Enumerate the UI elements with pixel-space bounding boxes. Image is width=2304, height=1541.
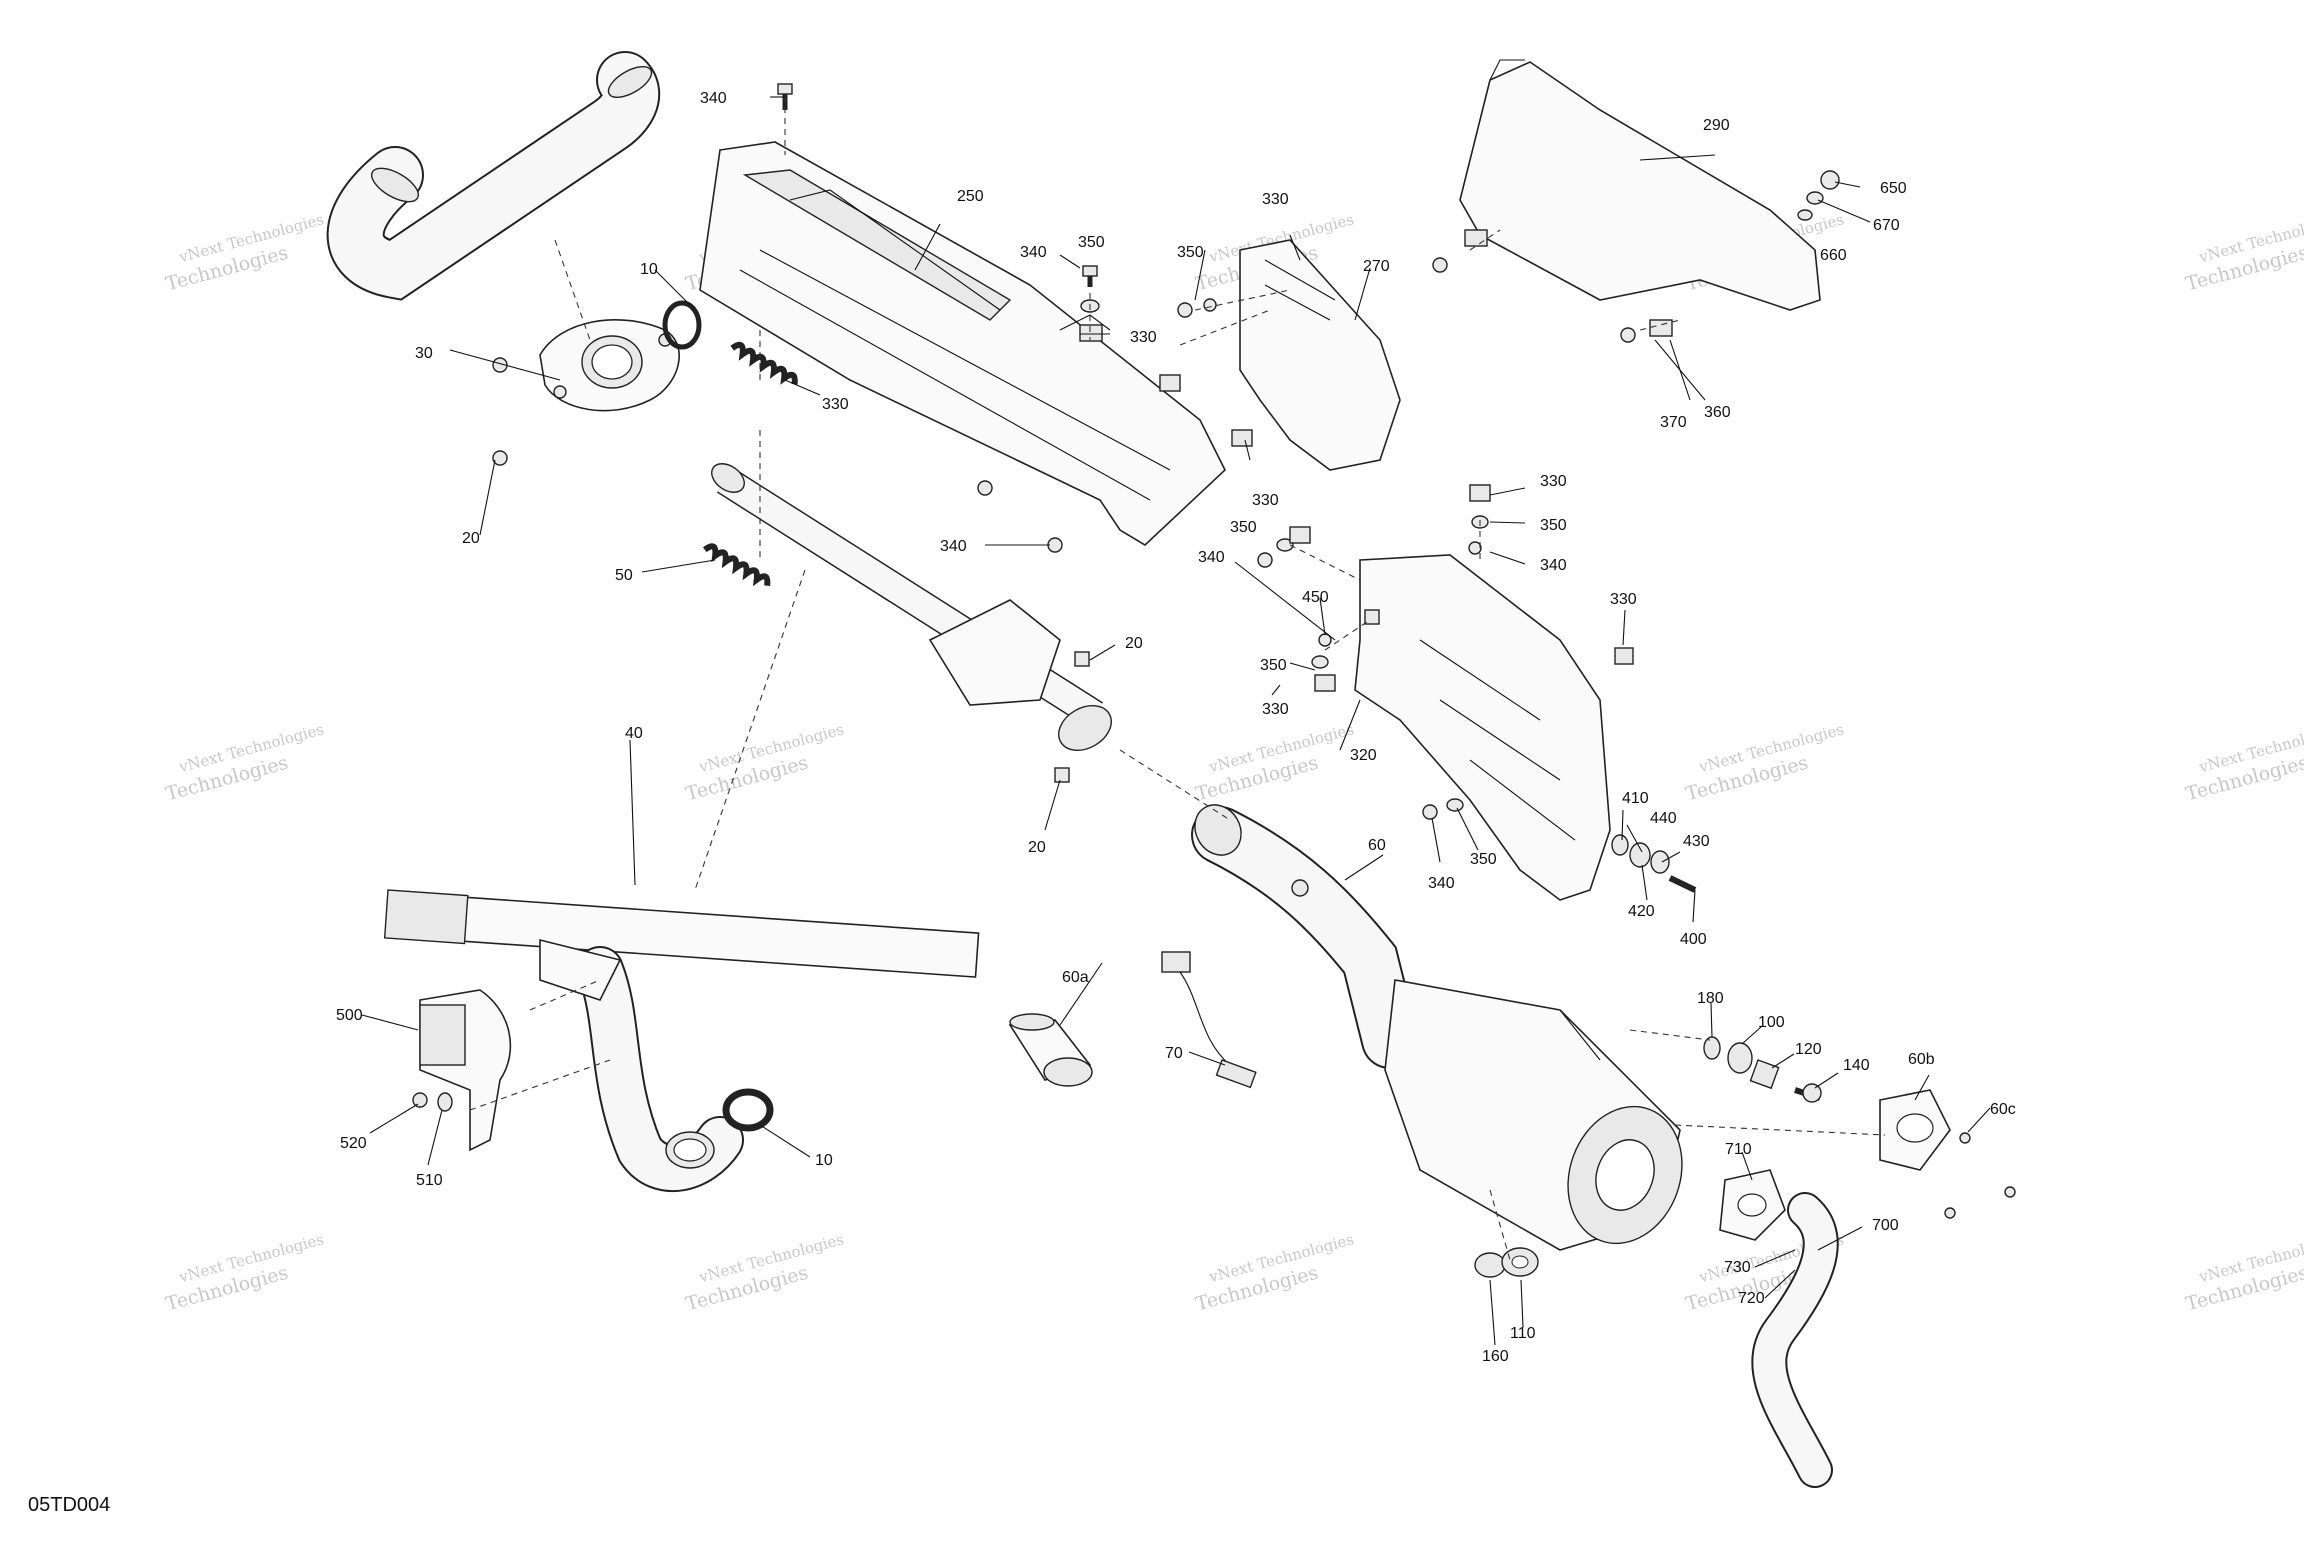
callout-360: 360 [1704,404,1731,421]
gasket-10-top [662,300,702,350]
muffler [1384,979,1683,1251]
callout-450: 450 [1302,589,1329,606]
lower-pipe-40 [383,889,980,1192]
callout-60: 60 [1368,837,1386,854]
heat-shield-320 [1354,554,1611,901]
callout-350: 350 [1540,517,1567,534]
sensor-70 [1161,951,1257,1089]
callout-510: 510 [416,1172,443,1189]
callout-500: 500 [336,1007,363,1024]
callout-350: 350 [1260,657,1287,674]
callout-720: 720 [1738,1290,1765,1307]
callout-330: 330 [822,396,849,413]
header-pipe-30 [326,51,661,301]
callout-350: 350 [1177,244,1204,261]
heat-shield-270 [1239,239,1401,471]
callout-50: 50 [615,567,633,584]
callout-660: 660 [1820,247,1847,264]
callout-330: 330 [1130,329,1157,346]
callout-10: 10 [815,1152,833,1169]
assembly-lines [469,96,1886,1261]
callout-340: 340 [700,90,727,107]
callout-330: 330 [1252,492,1279,509]
callout-10: 10 [640,261,658,278]
gasket-10-bottom [722,1088,774,1132]
callout-100: 100 [1758,1014,1785,1031]
washer-160 [1474,1252,1506,1278]
callout-40: 40 [625,725,643,742]
callout-340: 340 [1540,557,1567,574]
callout-340: 340 [1020,244,1047,261]
callout-410: 410 [1622,790,1649,807]
callout-160: 160 [1482,1348,1509,1365]
callout-730: 730 [1724,1259,1751,1276]
callout-180: 180 [1697,990,1724,1007]
callout-350: 350 [1078,234,1105,251]
springs-50 [702,341,798,587]
callout-330: 330 [1262,191,1289,208]
mid-pipe-40 [711,463,1112,751]
callout-340: 340 [1428,875,1455,892]
callout-420: 420 [1628,903,1655,920]
callout-140: 140 [1843,1057,1870,1074]
diagram-reference-code: 05TD004 [28,1494,111,1516]
callout-20: 20 [1028,839,1046,856]
callout-520: 520 [340,1135,367,1152]
callout-710: 710 [1725,1141,1752,1158]
filter-60a [1008,1013,1093,1087]
callout-70: 70 [1165,1045,1183,1062]
tail-pipe-700 [1751,1192,1839,1488]
callout-670: 670 [1873,217,1900,234]
flange-30 [539,319,680,412]
callout-650: 650 [1880,180,1907,197]
callout-60b: 60b [1908,1051,1935,1068]
callout-340: 340 [1198,549,1225,566]
pipe-60 [1191,804,1419,1069]
callout-20: 20 [462,530,480,547]
callout-350: 350 [1470,851,1497,868]
callouts: 340 250 330 340 350 350 270 330 290 650 … [336,90,2016,1365]
callout-320: 320 [1350,747,1377,764]
hardware [412,83,2016,1219]
heat-shield-500 [419,989,512,1152]
callout-340: 340 [940,538,967,555]
callout-700: 700 [1872,1217,1899,1234]
callout-20: 20 [1125,635,1143,652]
leader-lines [361,96,1991,1346]
callout-330: 330 [1262,701,1289,718]
callout-430: 430 [1683,833,1710,850]
callout-60c: 60c [1990,1101,2016,1118]
callout-30: 30 [415,345,433,362]
callout-250: 250 [957,188,984,205]
callout-110: 110 [1510,1325,1536,1342]
callout-370: 370 [1660,414,1687,431]
callout-330: 330 [1540,473,1567,490]
callout-290: 290 [1703,117,1730,134]
callout-120: 120 [1795,1041,1822,1058]
heat-shield-250 [699,141,1226,546]
callout-330: 330 [1610,591,1637,608]
callout-440: 440 [1650,810,1677,827]
callout-60a: 60a [1062,969,1089,986]
callout-400: 400 [1680,931,1707,948]
callout-270: 270 [1363,258,1390,275]
parts [326,51,2016,1488]
heat-shield-290 [1459,59,1821,311]
callout-350: 350 [1230,519,1257,536]
